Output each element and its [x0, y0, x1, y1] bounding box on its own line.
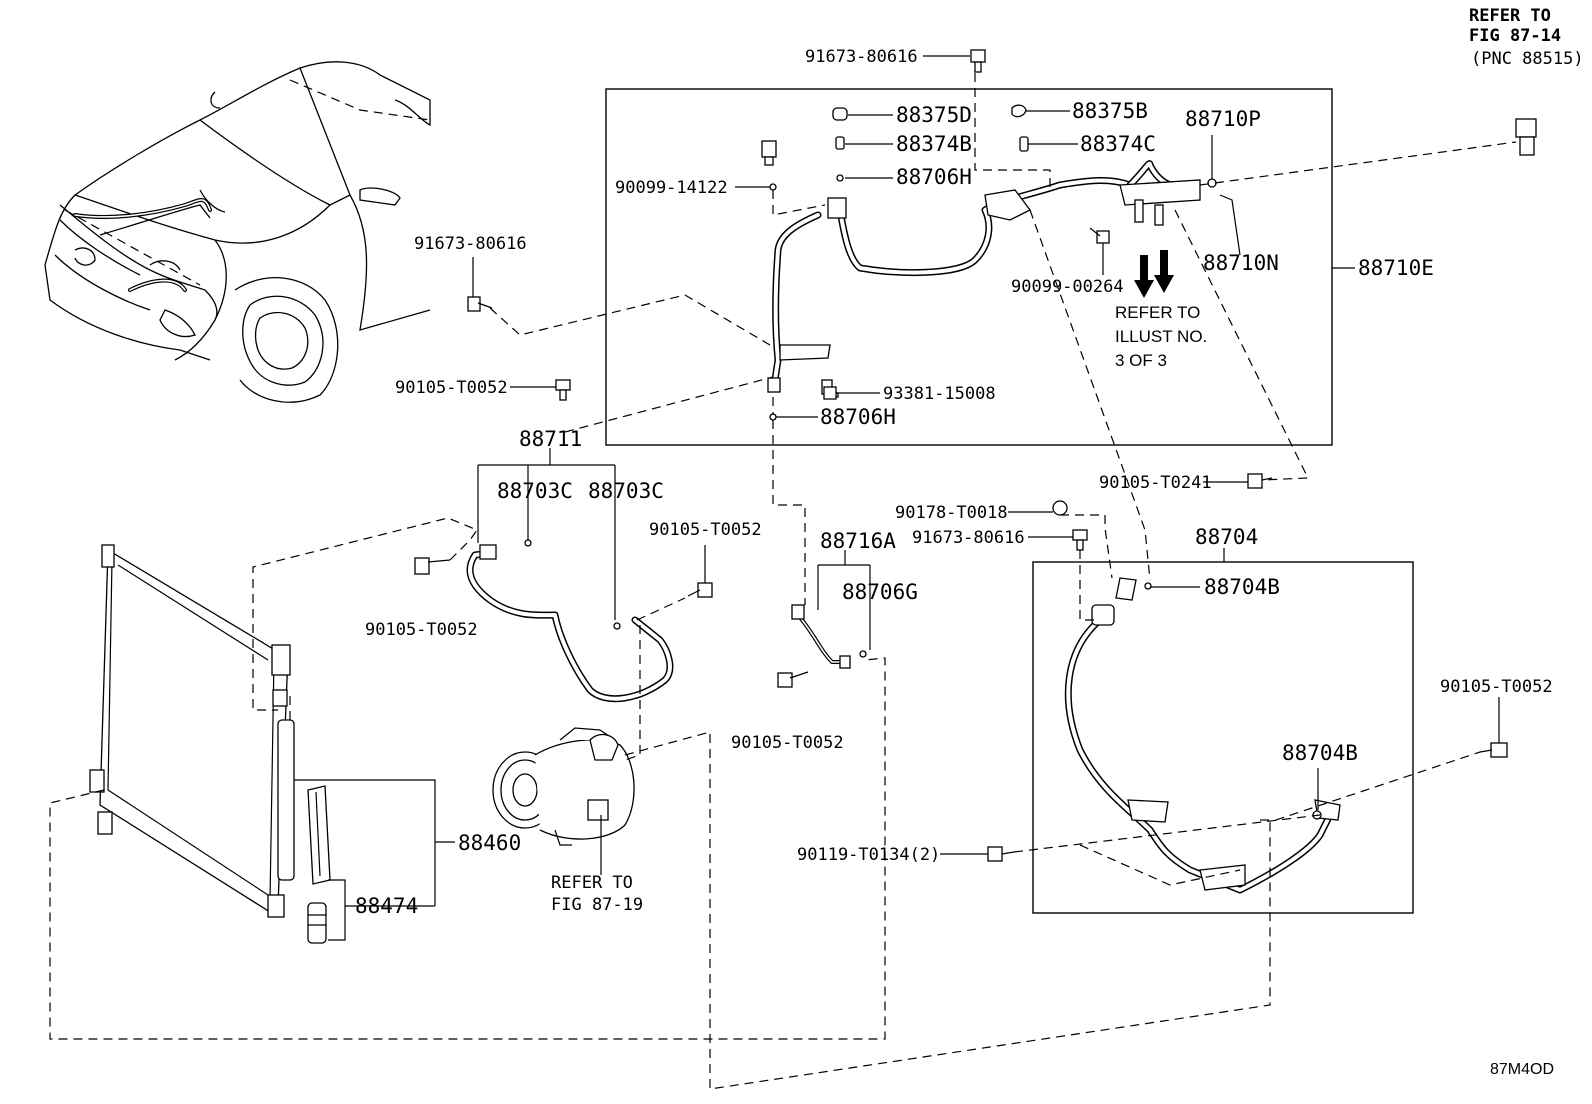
o-ring-90099-14122: [769, 183, 777, 191]
vehicle-ac-pipes: [73, 198, 212, 292]
bolt-90105-T0052-c: [687, 582, 713, 598]
bolt-91673-80616-left: [467, 296, 493, 312]
part-number-label-93381-15008: 93381-15008: [883, 384, 996, 404]
o-ring-88375B: [1011, 104, 1027, 118]
bolt-90105-T0052-a: [555, 379, 571, 401]
discharge-hose-88711: [466, 539, 674, 703]
bolt-90105-T0052-d: [777, 671, 809, 688]
desiccant-88474: [307, 785, 331, 885]
part-number-label-90119-t0134: 90119-T0134(2): [797, 845, 940, 865]
o-ring-88706H-top: [836, 174, 844, 182]
liquid-tube-88716A: [791, 604, 867, 669]
o-ring-88375D: [832, 107, 848, 121]
part-number-label-88706h-bot: 88706H: [820, 405, 896, 429]
refer-arrows: [1134, 250, 1174, 298]
note-line: REFER TO: [1469, 6, 1551, 26]
valve-core-88374C: [1019, 136, 1029, 152]
part-number-label-88704: 88704: [1195, 525, 1258, 549]
part-number-label-90105-t0052-e: 90105-T0052: [1440, 677, 1553, 697]
o-ring-88710P: [1207, 178, 1217, 188]
bolt-91673-80616-top: [970, 49, 986, 73]
bolt-91673-80616-mid: [1072, 529, 1088, 551]
discharge-pipe-left: [767, 211, 839, 398]
bolt-90105-T0052-e: [1479, 742, 1508, 758]
condenser-88460: [89, 544, 295, 918]
suction-tube-88710E: [827, 160, 1201, 277]
part-number-label-88374b: 88374B: [896, 132, 972, 156]
part-number-label-90178-t0018: 90178-T0018: [895, 503, 1008, 523]
part-number-label-88374c: 88374C: [1080, 132, 1156, 156]
bolt-93381-15008: [823, 386, 837, 400]
part-number-label-88710e: 88710E: [1358, 256, 1434, 280]
vehicle-leader-dash: [289, 79, 431, 121]
compressor-part: [492, 727, 635, 846]
part-number-label-90099-14122: 90099-14122: [615, 178, 728, 198]
connector-pnc-88515: [1515, 118, 1537, 156]
bolt-90105-T0052-b: [414, 557, 451, 575]
part-number-label-88706g: 88706G: [842, 580, 918, 604]
bolt-90119-T0134: [987, 846, 1015, 862]
part-number-label-91673-80616-left: 91673-80616: [414, 234, 527, 254]
part-number-label-88710n: 88710N: [1203, 251, 1279, 275]
note-line: (PNC 88515): [1471, 49, 1584, 69]
part-number-label-88375d: 88375D: [896, 103, 972, 127]
part-number-label-88711: 88711: [519, 427, 582, 451]
pressure-switch-part: [761, 140, 777, 166]
part-number-label-88703c-b: 88703C: [588, 479, 664, 503]
part-number-label-88704b-top: 88704B: [1204, 575, 1280, 599]
assembly-box-88710E: [605, 88, 1333, 446]
part-number-label-90105-t0052-c: 90105-T0052: [649, 520, 762, 540]
part-number-label-90099-00264: 90099-00264: [1011, 277, 1124, 297]
suction-hose-88704: [1064, 577, 1341, 894]
illustration-code: 87M4OD: [1490, 1061, 1554, 1078]
note-line: REFER TO: [1115, 303, 1200, 322]
part-number-label-91673-80616-top: 91673-80616: [805, 47, 918, 67]
part-number-label-88710p: 88710P: [1185, 107, 1261, 131]
bolt-90099-00264: [1089, 227, 1110, 244]
clamp-90178-T0018: [1052, 500, 1068, 516]
part-number-label-88716a: 88716A: [820, 529, 896, 553]
assembly-box-88704: [1032, 561, 1414, 914]
bolt-90105-T0241: [1247, 473, 1273, 489]
part-number-labels: 91673-80616 88375D 88374B 88706H 90099-14122…: [355, 47, 1553, 918]
part-number-label-90105-t0052-d: 90105-T0052: [731, 733, 844, 753]
note-refer-fig-87-14: REFER TO FIG 87-14 (PNC 88515): [1469, 6, 1584, 69]
note-line: REFER TO: [551, 873, 633, 893]
note-line: 3 OF 3: [1115, 351, 1167, 370]
part-number-label-91673-80616-mid: 91673-80616: [912, 528, 1025, 548]
part-number-label-90105-t0241: 90105-T0241: [1099, 473, 1212, 493]
leader-lines: [294, 55, 1500, 941]
dashed-connection-lines: [49, 73, 1517, 1090]
note-line: FIG 87-19: [551, 895, 643, 915]
note-refer-illust: REFER TO ILLUST NO. 3 OF 3: [1115, 303, 1207, 370]
vehicle-illustration: [44, 61, 431, 403]
part-number-label-88375b: 88375B: [1072, 99, 1148, 123]
note-line: FIG 87-14: [1469, 26, 1561, 46]
part-number-label-88460: 88460: [458, 831, 521, 855]
plug-88474: [307, 902, 327, 944]
part-number-label-88474: 88474: [355, 894, 418, 918]
note-refer-fig-87-19: REFER TO FIG 87-19: [551, 873, 643, 915]
valve-core-88374B: [835, 136, 845, 150]
note-line: ILLUST NO.: [1115, 327, 1207, 346]
part-number-label-90105-t0052-a: 90105-T0052: [395, 378, 508, 398]
part-number-label-88704b-bot: 88704B: [1282, 741, 1358, 765]
part-number-label-90105-t0052-b: 90105-T0052: [365, 620, 478, 640]
part-number-label-88703c-a: 88703C: [497, 479, 573, 503]
part-number-label-88706h-top: 88706H: [896, 165, 972, 189]
